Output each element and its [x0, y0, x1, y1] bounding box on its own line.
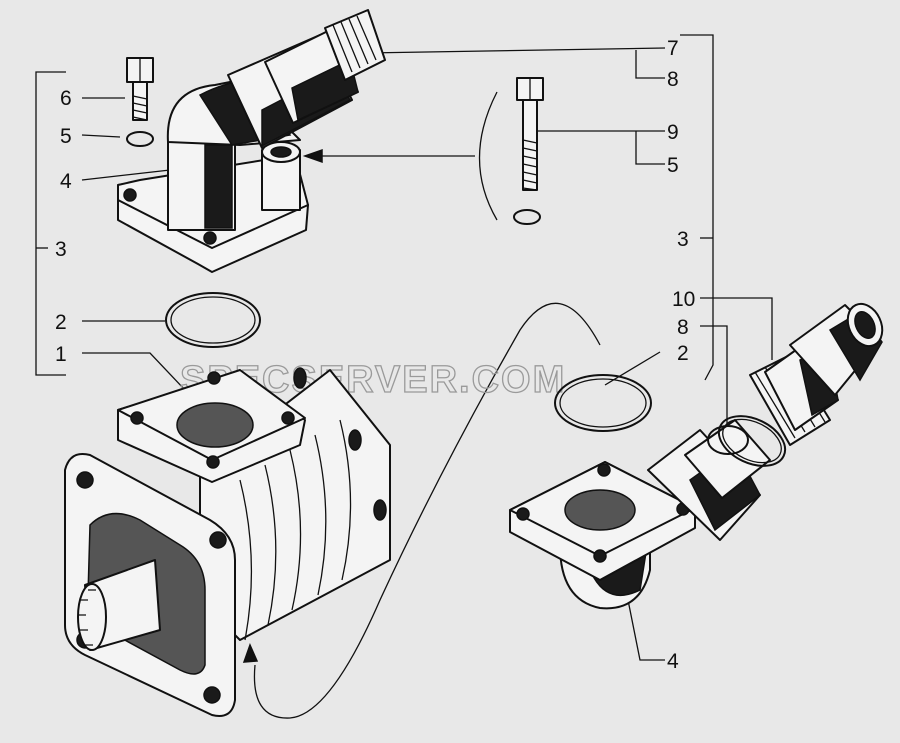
- o-ring-2-left: [165, 292, 261, 348]
- label-3-right: 3: [677, 228, 689, 251]
- arrowheads: [242, 148, 323, 663]
- o-ring-2-right: [554, 374, 652, 432]
- leader-lines: [35, 34, 773, 719]
- bolt-6: [126, 57, 154, 121]
- label-5-right: 5: [667, 154, 679, 177]
- elbow-4-upper: [117, 9, 386, 273]
- label-5-left: 5: [60, 125, 72, 148]
- label-4-upper: 4: [60, 170, 72, 193]
- label-6: 6: [60, 87, 72, 110]
- label-4-lower: 4: [667, 650, 679, 673]
- callout-labels: 7 8 6 5 4 3 2 1 9 5 3 10 8 2 4: [55, 37, 695, 673]
- elbow-4-lower: [509, 419, 771, 610]
- label-9: 9: [667, 121, 679, 144]
- label-8-right: 8: [677, 316, 689, 339]
- seal-ring-8-right: [717, 415, 787, 467]
- label-7: 7: [667, 37, 679, 60]
- label-2-right: 2: [677, 342, 689, 365]
- label-8-top: 8: [667, 68, 679, 91]
- label-3-left: 3: [55, 238, 67, 261]
- pump-1: [64, 367, 391, 717]
- washer-5-left: [126, 131, 154, 147]
- fitting-10: [749, 302, 884, 446]
- label-10: 10: [672, 288, 695, 311]
- bolt-9: [516, 77, 544, 191]
- label-1: 1: [55, 343, 67, 366]
- label-2-left: 2: [55, 311, 67, 334]
- washer-5-right: [513, 209, 541, 225]
